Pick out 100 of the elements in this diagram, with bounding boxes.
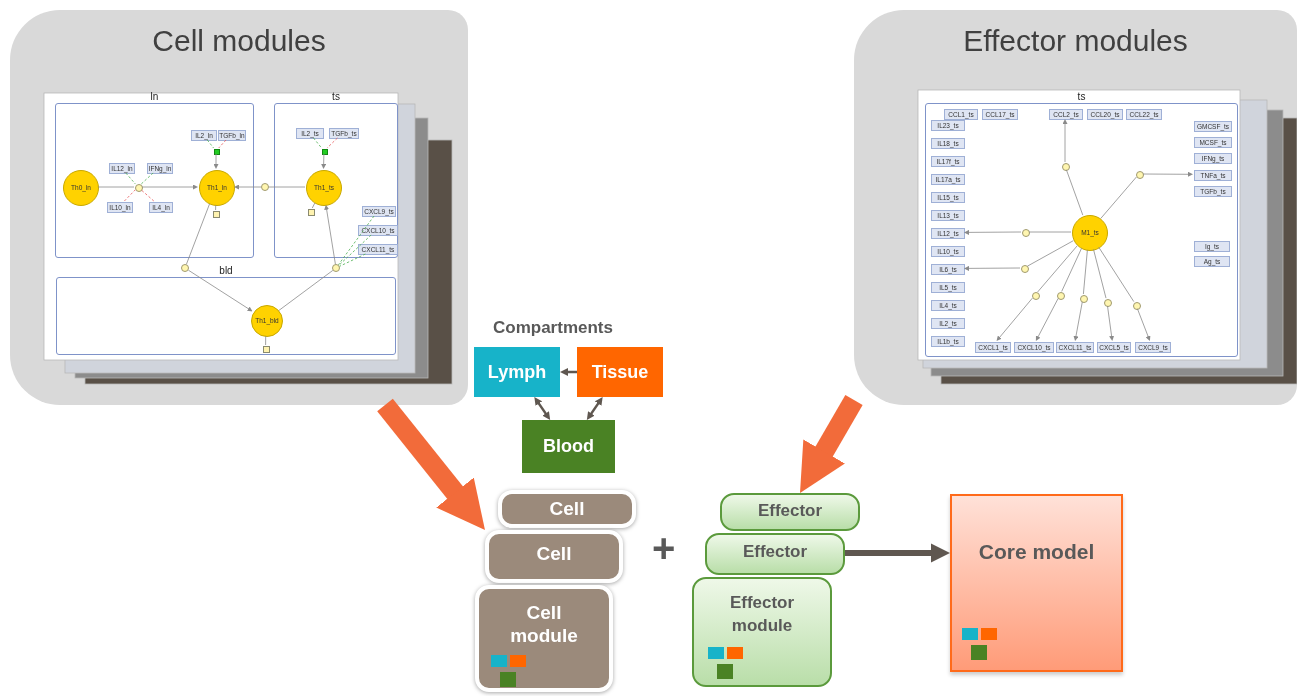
module-card	[720, 493, 860, 531]
species-box	[931, 174, 965, 185]
connector-line	[1037, 245, 1078, 293]
junction-circle	[332, 264, 340, 272]
dashed-line	[338, 215, 375, 266]
species-box	[191, 130, 217, 141]
connector-line	[1061, 248, 1082, 292]
sink-square	[263, 346, 270, 353]
compartment-box	[474, 347, 560, 397]
card-label: Cell	[549, 497, 585, 520]
connector-line	[1027, 240, 1074, 267]
species-box	[931, 300, 965, 311]
dashed-line	[140, 172, 154, 185]
arrow	[534, 397, 551, 420]
species-box	[1194, 256, 1230, 267]
species-box	[1049, 109, 1083, 120]
junction-circle	[1032, 292, 1040, 300]
junction-circle	[1136, 171, 1144, 179]
module-card	[692, 577, 832, 687]
frame-title: ts	[332, 91, 340, 102]
junction-circle	[261, 183, 269, 191]
species-box	[931, 246, 965, 257]
junction-circle	[1057, 292, 1065, 300]
junction-circle	[1080, 295, 1088, 303]
species-box	[1194, 137, 1232, 148]
junction-circle	[1104, 299, 1112, 307]
species-box	[1194, 186, 1232, 197]
connector-line	[268, 186, 306, 188]
species-box	[931, 120, 965, 131]
card-label: Effector module	[728, 592, 796, 637]
species-box	[1194, 153, 1232, 164]
arrow	[800, 395, 863, 493]
species-box	[931, 210, 965, 221]
node-label: Core model	[978, 540, 1095, 563]
node-label: Tissue	[591, 361, 649, 383]
species-box	[296, 128, 324, 139]
compartment-box	[522, 420, 615, 473]
junction-circle	[1133, 302, 1141, 310]
dashed-line	[338, 234, 372, 266]
junction-circle	[181, 264, 189, 272]
frame-title: ts	[1077, 91, 1086, 102]
species-box	[931, 336, 965, 347]
dashed-line	[326, 137, 338, 149]
connector-line	[1028, 231, 1072, 233]
card-label: Cell module	[509, 601, 579, 647]
connector-line	[265, 335, 267, 346]
card-label: Cell	[536, 542, 572, 565]
regulator-square	[214, 149, 220, 155]
arrow	[845, 543, 951, 563]
junction-circle	[135, 184, 143, 192]
dashed-line	[339, 253, 366, 267]
frame-title: bld	[219, 265, 233, 276]
junction-circle	[1022, 229, 1030, 237]
frame-title: ln	[150, 91, 159, 102]
species-box	[931, 138, 965, 149]
species-box	[944, 109, 978, 120]
connector-line	[1066, 169, 1084, 216]
module-panel	[854, 10, 1297, 405]
connector-line	[97, 186, 135, 188]
compartment-box	[577, 347, 663, 397]
card-label: Effector	[757, 500, 823, 522]
species-box	[1194, 170, 1232, 181]
connector-line	[1100, 176, 1137, 219]
dashed-line	[206, 139, 214, 149]
connector-line	[278, 270, 334, 311]
species-box	[931, 156, 965, 167]
panel-title: Effector modules	[962, 24, 1189, 58]
connector-line	[311, 202, 316, 209]
species-box	[931, 282, 965, 293]
arrow	[377, 398, 485, 531]
species-box	[931, 318, 965, 329]
dashed-line	[218, 139, 227, 149]
dashed-line	[313, 137, 322, 149]
connector-line	[1098, 246, 1135, 302]
dashed-line	[140, 189, 155, 202]
connector-line	[186, 203, 210, 265]
arrow	[560, 368, 577, 376]
species-box	[931, 228, 965, 239]
dashed-line	[124, 189, 136, 202]
module-panel	[10, 10, 468, 405]
section-heading: Compartments	[493, 318, 613, 338]
sink-square	[308, 209, 315, 216]
regulator-square	[322, 149, 328, 155]
card-label: Effector	[742, 541, 808, 563]
module-card	[705, 533, 845, 575]
plus-sign: +	[652, 526, 676, 571]
core-model-box	[950, 494, 1123, 672]
connector-line	[1093, 249, 1107, 299]
species-box	[1194, 241, 1230, 252]
species-box	[931, 192, 965, 203]
dashed-line	[125, 172, 136, 185]
junction-circle	[1021, 265, 1029, 273]
node-label: Blood	[543, 436, 594, 457]
node-label: Lymph	[487, 361, 547, 383]
panel-title: Cell modules	[151, 24, 327, 58]
connector-line	[215, 204, 217, 211]
junction-circle	[1062, 163, 1070, 171]
arrow	[586, 397, 603, 420]
sink-square	[213, 211, 220, 218]
species-box	[931, 264, 965, 275]
